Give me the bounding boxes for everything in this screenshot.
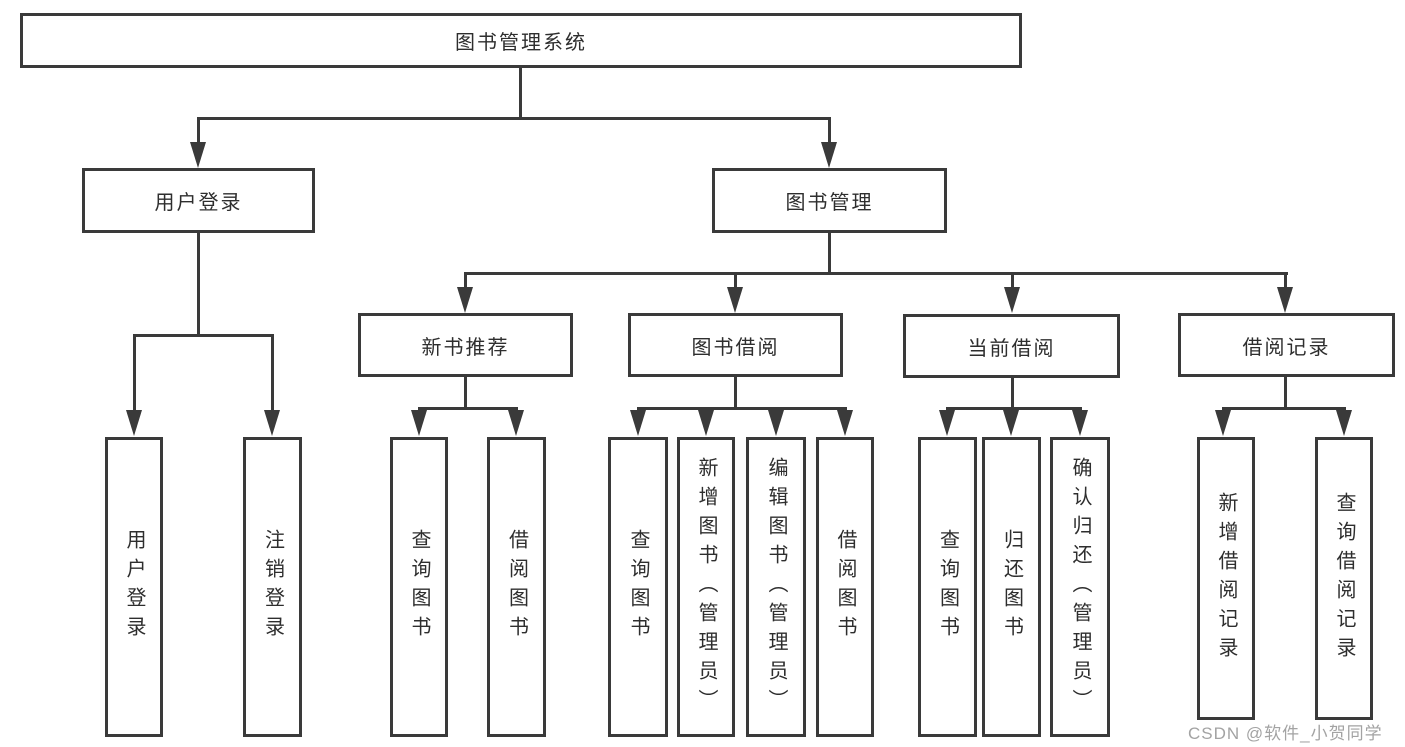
node-borrowing-records: 借阅记录 [1178, 313, 1395, 377]
leaf-logout: 注销登录 [243, 437, 302, 737]
leaf-user-login: 用户登录 [105, 437, 163, 737]
connector-records-drop [1284, 272, 1287, 290]
leaf-confirm-return-admin: 确认归还（管理员） [1050, 437, 1110, 737]
arrow-down-icon [727, 287, 743, 313]
arrow-down-icon [698, 410, 714, 436]
connector-recommend-drop [464, 272, 467, 290]
arrow-down-icon [939, 410, 955, 436]
connector-user-login-stem [197, 233, 200, 337]
connector-book-management-drop [828, 117, 831, 145]
arrow-down-icon [1277, 287, 1293, 313]
connector-level2-branch [197, 117, 831, 120]
connector-recommend-branch [418, 407, 518, 410]
leaf-query-books-current: 查询图书 [918, 437, 977, 737]
arrow-down-icon [821, 142, 837, 168]
arrow-down-icon [457, 287, 473, 313]
connector-records-stem [1284, 377, 1287, 410]
arrow-down-icon [768, 410, 784, 436]
connector-borrow-drop [734, 272, 737, 290]
connector-recommend-stem [464, 377, 467, 410]
connector-root-stem [519, 67, 522, 120]
connector-current-stem [1011, 378, 1014, 410]
node-new-book-recommendation: 新书推荐 [358, 313, 573, 377]
leaf-return-book: 归还图书 [982, 437, 1041, 737]
node-library-management-system: 图书管理系统 [20, 13, 1022, 68]
arrow-down-icon [190, 142, 206, 168]
arrow-down-icon [264, 410, 280, 436]
node-book-management: 图书管理 [712, 168, 947, 233]
node-book-borrowing: 图书借阅 [628, 313, 843, 377]
node-current-borrowing: 当前借阅 [903, 314, 1120, 378]
connector-records-branch [1222, 407, 1346, 410]
connector-borrow-branch [637, 407, 847, 410]
arrow-down-icon [630, 410, 646, 436]
csdn-watermark: CSDN @软件_小贺同学 [1188, 724, 1383, 743]
arrow-down-icon [1004, 287, 1020, 313]
connector-login-leaf2-drop [271, 334, 274, 413]
connector-current-branch [946, 407, 1082, 410]
arrow-down-icon [1215, 410, 1231, 436]
connector-current-drop [1011, 272, 1014, 290]
arrow-down-icon [1336, 410, 1352, 436]
leaf-add-book-admin: 新增图书（管理员） [677, 437, 735, 737]
connector-level3-branch [464, 272, 1288, 275]
leaf-query-books-recommend: 查询图书 [390, 437, 448, 737]
connector-borrow-stem [734, 377, 737, 410]
arrow-down-icon [1003, 410, 1019, 436]
connector-book-management-stem [828, 233, 831, 275]
leaf-borrow-books-borrow: 借阅图书 [816, 437, 874, 737]
connector-user-login-drop [197, 117, 200, 145]
leaf-add-borrow-record: 新增借阅记录 [1197, 437, 1255, 720]
connector-login-leaf1-drop [133, 334, 136, 413]
arrow-down-icon [837, 410, 853, 436]
leaf-query-borrow-record: 查询借阅记录 [1315, 437, 1373, 720]
arrow-down-icon [508, 410, 524, 436]
arrow-down-icon [1072, 410, 1088, 436]
arrow-down-icon [411, 410, 427, 436]
arrow-down-icon [126, 410, 142, 436]
leaf-edit-book-admin: 编辑图书（管理员） [746, 437, 806, 737]
connector-login-branch [133, 334, 274, 337]
leaf-borrow-books-recommend: 借阅图书 [487, 437, 546, 737]
leaf-query-books-borrow: 查询图书 [608, 437, 668, 737]
node-user-login: 用户登录 [82, 168, 315, 233]
